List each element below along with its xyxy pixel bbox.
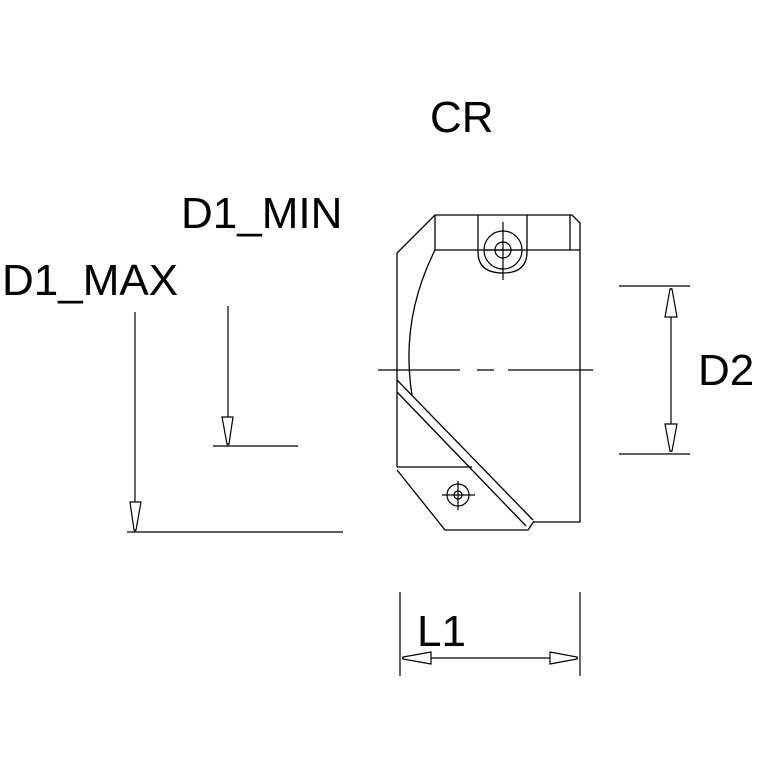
bottom-screw-icon xyxy=(442,481,475,510)
d2-label: D2 xyxy=(698,346,755,395)
d1-min-label: D1_MIN xyxy=(181,189,343,238)
cr-label: CR xyxy=(430,93,494,142)
top-screw-icon xyxy=(483,222,523,280)
l1-label: L1 xyxy=(417,607,466,656)
d1-max-label: D1_MAX xyxy=(2,256,179,305)
d1-min-dimension xyxy=(213,306,298,447)
l1-dimension xyxy=(399,592,581,676)
d1-max-dimension xyxy=(127,312,343,533)
d2-dimension xyxy=(619,285,690,455)
